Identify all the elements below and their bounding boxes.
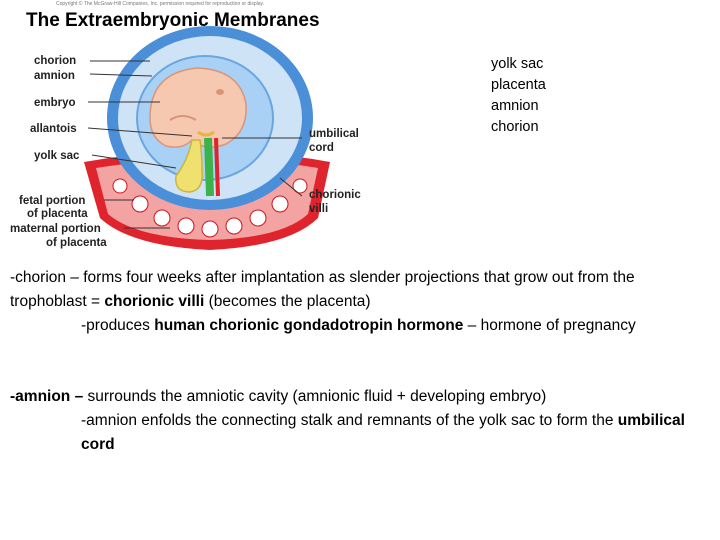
label-yolk-sac: yolk sac xyxy=(34,150,80,162)
label-fetal-placenta: of placenta xyxy=(27,208,88,220)
key-term: yolk sac xyxy=(491,54,546,75)
key-term: placenta xyxy=(491,75,546,96)
hcg-paragraph: -produces human chorionic gondadotropin … xyxy=(10,314,710,338)
umbilical-text: -amnion enfolds the connecting stalk and… xyxy=(81,412,618,429)
umbilical-cord-green xyxy=(208,138,210,196)
label-chorionic: chorionic xyxy=(309,189,361,201)
embryo-body xyxy=(150,68,246,147)
key-term-list: yolk sac placenta amnion chorion xyxy=(491,54,546,138)
label-allantois: allantois xyxy=(30,123,77,135)
chorionic-villi-term: chorionic villi xyxy=(104,293,204,310)
umbilical-paragraph: -amnion enfolds the connecting stalk and… xyxy=(10,409,710,457)
amnion-term: -amnion – xyxy=(10,388,83,405)
label-chorion: chorion xyxy=(34,55,76,67)
label-embryo: embryo xyxy=(34,97,76,109)
umbilical-cord-red xyxy=(216,138,218,196)
hcg-term: human chorionic gondadotropin hormone xyxy=(154,317,463,334)
notes-body: -chorion – forms four weeks after implan… xyxy=(10,266,710,457)
chorion-paragraph: -chorion – forms four weeks after implan… xyxy=(10,266,710,314)
chorion-text-end: (becomes the placenta) xyxy=(204,293,370,310)
label-amnion: amnion xyxy=(34,70,75,82)
label-cord: cord xyxy=(309,142,334,154)
amnion-text: surrounds the amniotic cavity (amnionic … xyxy=(83,388,546,405)
hcg-text-end: – hormone of pregnancy xyxy=(463,317,635,334)
key-term: chorion xyxy=(491,117,546,138)
label-villi: villi xyxy=(309,203,328,215)
amnion-paragraph: -amnion – surrounds the amniotic cavity … xyxy=(10,385,710,409)
hcg-text: -produces xyxy=(81,317,154,334)
label-maternal-portion: maternal portion xyxy=(10,223,101,235)
label-umbilical: umbilical xyxy=(309,128,359,140)
label-maternal-placenta: of placenta xyxy=(46,237,107,249)
embryo-eye xyxy=(216,89,224,95)
key-term: amnion xyxy=(491,96,546,117)
label-fetal-portion: fetal portion xyxy=(19,195,85,207)
